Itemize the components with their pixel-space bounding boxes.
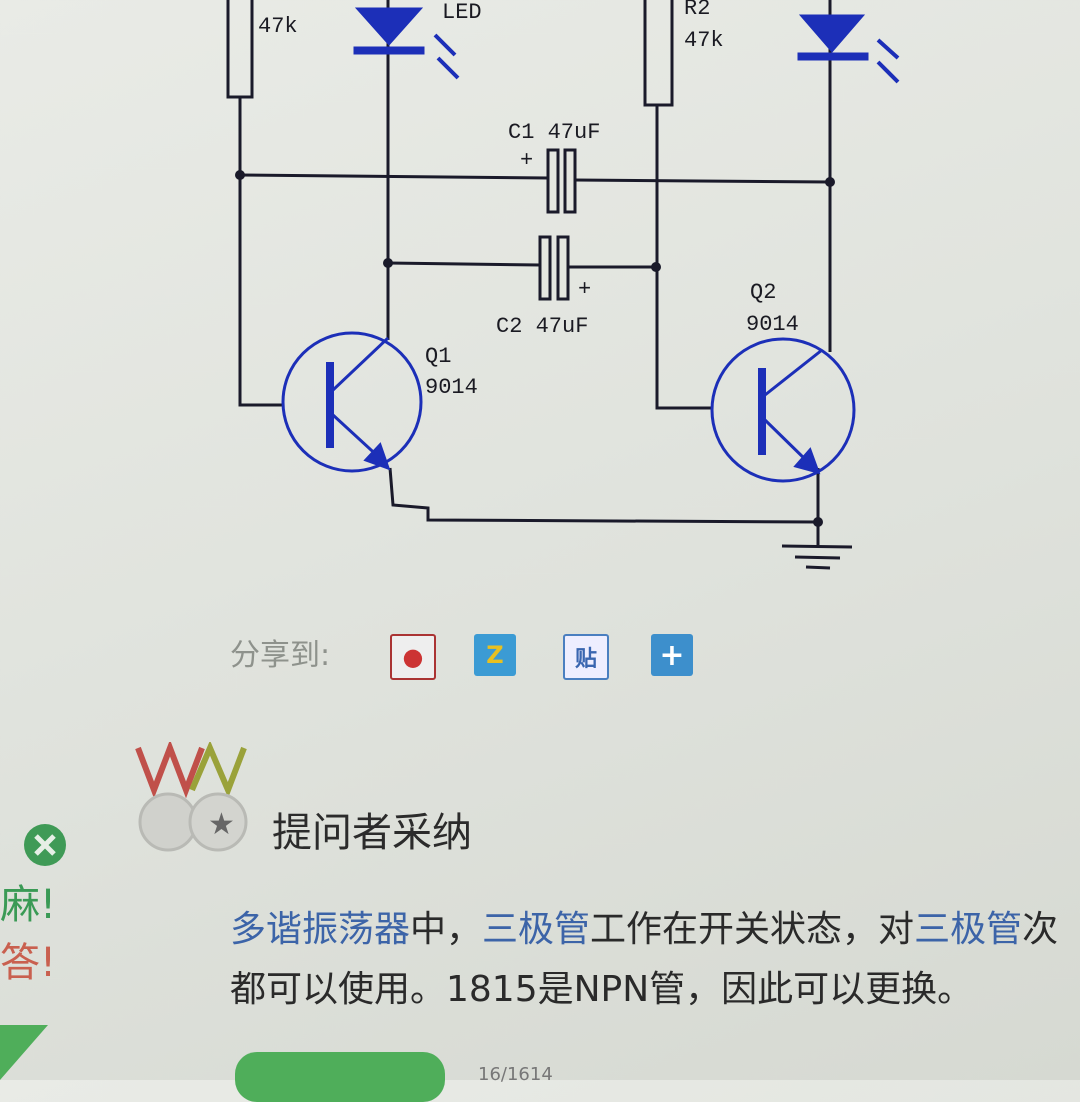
keyword-link[interactable]: 三极管	[914, 909, 1023, 950]
c1-plus: +	[520, 148, 533, 173]
transistor-q1	[281, 331, 423, 473]
q2-part: 9014	[746, 312, 799, 337]
text: 中，	[410, 909, 483, 950]
keyword-link[interactable]: 三极管	[482, 909, 591, 950]
circuit-diagram: 47k LED R2 47k C1 47uF + + C2 47uF Q1 90…	[226, 0, 900, 570]
green-button[interactable]	[235, 1052, 445, 1102]
q1-label: Q1	[425, 344, 451, 369]
text: 工作在开关状态，对	[590, 909, 915, 950]
text: 次	[1022, 909, 1059, 950]
svg-text:★: ★	[208, 807, 235, 842]
side-text-1: 麻!	[0, 882, 57, 928]
tieba-icon[interactable]: 贴	[563, 634, 609, 680]
r1-value: 47k	[258, 14, 298, 39]
tieba-glyph: 贴	[574, 647, 597, 672]
qzone-glyph: Z	[486, 641, 504, 669]
transistor-q2	[710, 337, 856, 483]
q1-part: 9014	[425, 375, 478, 400]
more-share-icon[interactable]: +	[651, 634, 693, 676]
share-label: 分享到:	[230, 638, 331, 673]
capacitor-c2	[538, 235, 570, 301]
c2-plus: +	[578, 277, 591, 302]
led-2	[797, 14, 900, 84]
resistor-r1	[226, 0, 254, 99]
capacitor-c1	[546, 148, 577, 214]
adopted-badge: 提问者采纳	[272, 810, 472, 856]
r2-value: 47k	[684, 28, 724, 53]
count-text: 16/1614	[478, 1064, 553, 1085]
led-1	[353, 7, 460, 80]
r2-label: R2	[684, 0, 710, 21]
weibo-icon[interactable]: ●	[390, 634, 436, 680]
medal-icon: ★	[135, 742, 248, 852]
more-glyph: +	[659, 637, 685, 673]
led-label: LED	[442, 0, 482, 25]
answer-text: 多谐振荡器中，三极管工作在开关状态，对三极管次 都可以使用。1815是NPN管，…	[230, 900, 1058, 1020]
qzone-icon[interactable]: Z	[474, 634, 516, 676]
keyword-link[interactable]: 多谐振荡器	[230, 909, 411, 950]
q2-label: Q2	[750, 280, 776, 305]
green-arrow-icon	[0, 1025, 48, 1080]
close-circle-icon[interactable]	[22, 822, 68, 868]
c1-label: C1 47uF	[508, 120, 600, 145]
resistor-r2	[643, 0, 674, 107]
side-text-2: 答!	[0, 940, 57, 986]
answer-line-2: 都可以使用。1815是NPN管，因此可以更换。	[230, 969, 974, 1010]
c2-label: C2 47uF	[496, 314, 588, 339]
answer-line-1: 多谐振荡器中，三极管工作在开关状态，对三极管次	[230, 900, 1058, 960]
